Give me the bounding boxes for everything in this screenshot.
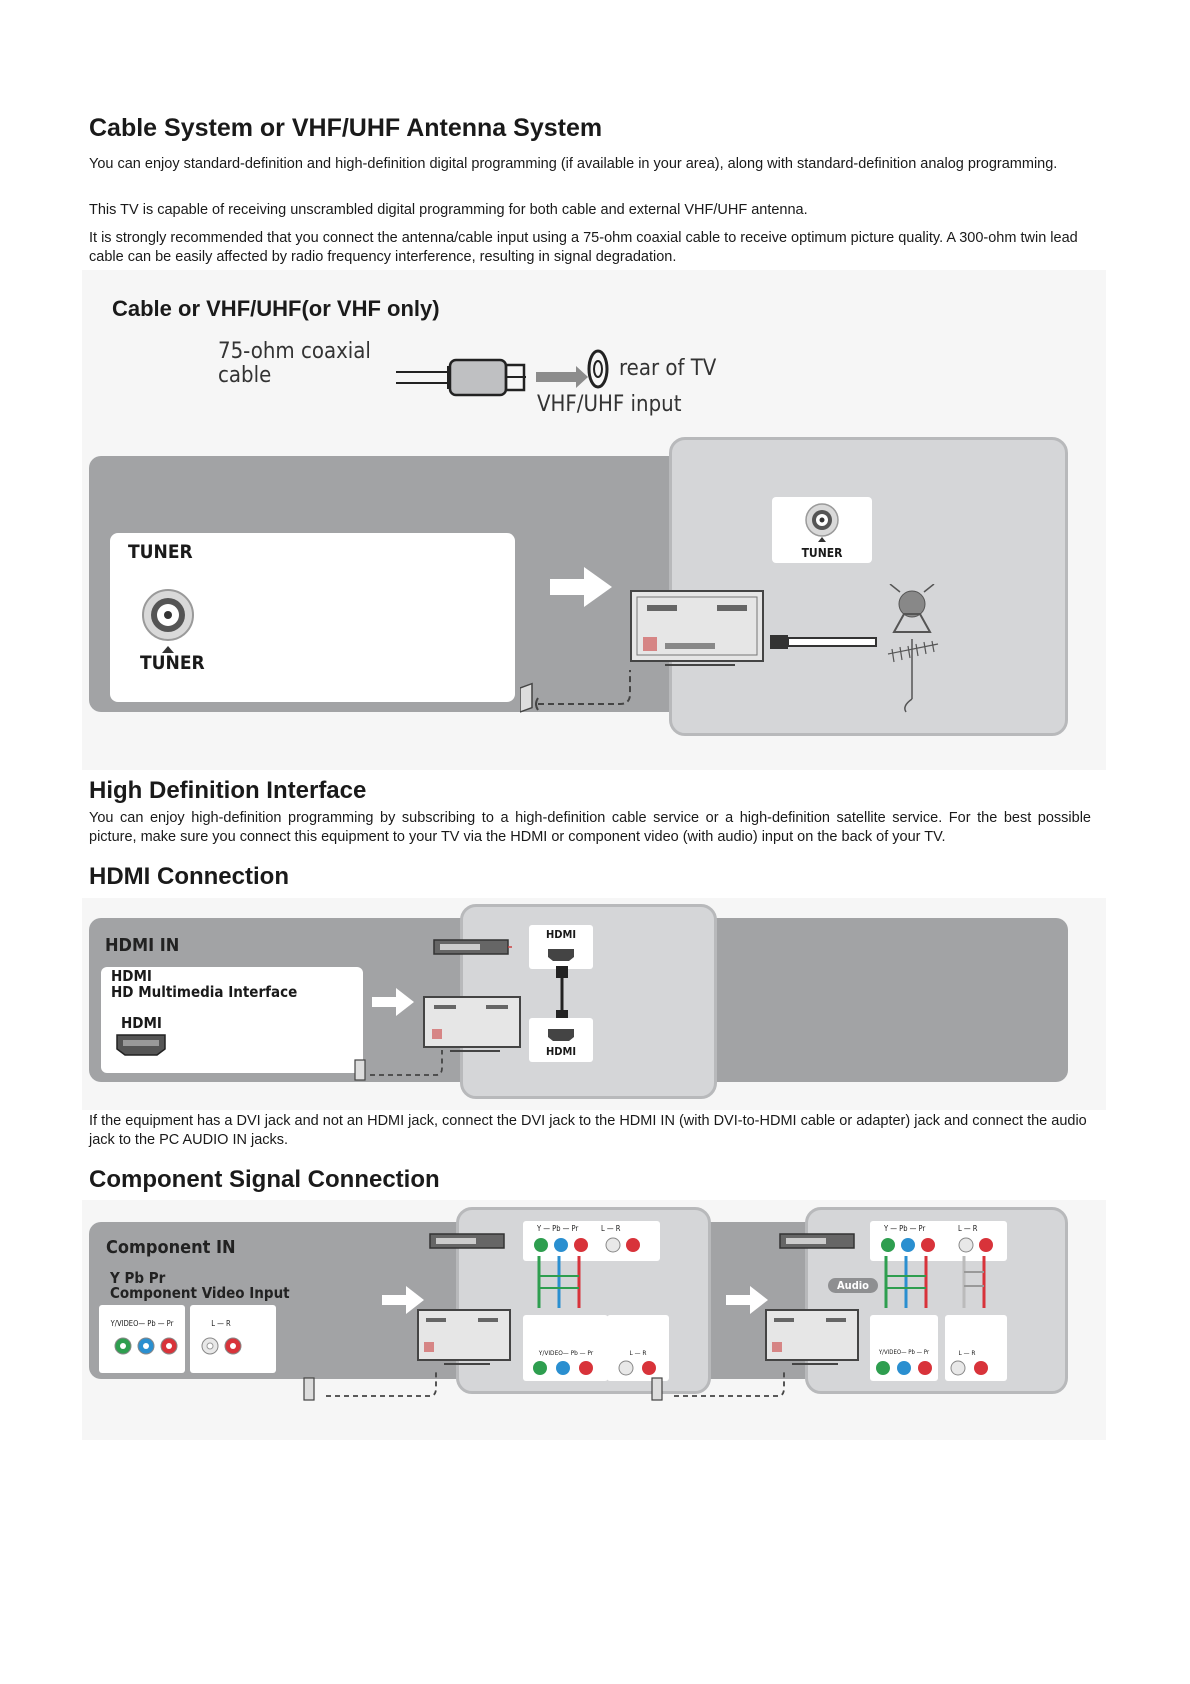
hdmi-power-cord — [354, 1050, 443, 1081]
tuner-connection-area — [669, 437, 1068, 736]
hdmi-card: HDMI HD Multimedia Interface HDMI — [101, 967, 363, 1073]
component-2-bottom-audio-jacks — [950, 1360, 988, 1376]
coax-label-line-1: 75-ohm coaxial — [218, 339, 371, 364]
component-box-1-icon — [429, 1233, 505, 1249]
component-2-top-video-label: Y — Pb — Pr — [884, 1224, 926, 1233]
coax-connector-illustration — [396, 358, 588, 397]
hdmi-top-label: HDMI — [545, 928, 577, 941]
coax-jack-icon — [587, 349, 609, 389]
tuner-card: TUNER TUNER — [110, 533, 515, 702]
component-audio-jacks-box: L — R — [190, 1305, 276, 1373]
component-1-cable — [537, 1256, 581, 1308]
tuner-inset-jack-icon — [805, 503, 839, 542]
component-2-bottom-video-jacks — [876, 1361, 932, 1375]
component-2-bottom-video-label: Y/VIDEO— Pb — Pr — [878, 1349, 930, 1356]
tuner-card-title: TUNER — [128, 541, 193, 563]
component-1-top-jacks — [534, 1237, 640, 1253]
tv-rear-illustration — [630, 590, 764, 666]
coax-label-line-2: cable — [218, 363, 272, 388]
component-1-bottom-video-label: Y/VIDEO— Pb — Pr — [538, 1349, 594, 1357]
component-2-top-audio-label: L — R — [958, 1224, 978, 1233]
antenna-icon — [887, 584, 939, 713]
component-2-top-jacks — [881, 1237, 993, 1253]
hdmi-top-port-icon — [548, 949, 574, 961]
paragraph-cable-2: This TV is capable of receiving unscramb… — [89, 202, 808, 218]
vhf-uhf-input-label: VHF/UHF input — [537, 392, 682, 417]
power-cord-illustration — [520, 670, 631, 714]
hdmi-arrow-icon — [372, 988, 414, 1016]
tuner-jack-icon — [142, 589, 194, 653]
paragraph-hd: You can enjoy high-definition programmin… — [89, 810, 1091, 845]
paragraph-cable-3: It is strongly recommended that you conn… — [89, 230, 1078, 265]
component-2-cables — [884, 1256, 986, 1308]
component-2-bottom-audio-label: L — R — [958, 1349, 976, 1357]
hdmi-bottom-port-box: HDMI — [529, 1018, 593, 1062]
component-video-labels: Y/VIDEO— Pb — Pr — [110, 1319, 174, 1328]
component-video-jacks-box: Y/VIDEO— Pb — Pr — [99, 1305, 185, 1373]
tuner-jack-label: TUNER — [140, 652, 205, 674]
hdmi-port-icon — [116, 1034, 166, 1056]
component-1-top-audio-label: L — R — [601, 1224, 621, 1233]
hdmi-tv-rear-illustration — [423, 996, 521, 1052]
rear-of-tv-label: rear of TV — [619, 356, 717, 381]
hdmi-card-line-2: HD Multimedia Interface — [111, 983, 298, 1001]
component-1-top-video-label: Y — Pb — Pr — [537, 1224, 579, 1233]
component-1-bottom-video-jacks — [533, 1361, 593, 1375]
component-1-bottom-audio-box: L — R — [607, 1315, 669, 1381]
hdmi-card-line-1: HDMI — [111, 967, 152, 985]
set-top-box-icon — [433, 939, 512, 955]
section-title-hd: High Definition Interface — [89, 777, 367, 804]
arrow-right-icon — [550, 567, 612, 607]
tuner-inset: TUNER — [772, 497, 872, 563]
audio-badge: Audio — [828, 1278, 878, 1293]
paragraph-cable-1: You can enjoy standard-definition and hi… — [89, 156, 1058, 172]
component-arrow-1 — [382, 1286, 424, 1314]
tuner-inset-label: TUNER — [801, 546, 843, 560]
component-1-bottom-video-box: Y/VIDEO— Pb — Pr — [523, 1315, 608, 1381]
component-line-2: Component Video Input — [110, 1284, 290, 1302]
hdmi-bottom-port-icon — [548, 1029, 574, 1041]
component-audio-jacks — [201, 1337, 242, 1355]
component-1-bottom-audio-jacks — [618, 1360, 656, 1376]
hdmi-top-port-box: HDMI — [529, 925, 593, 969]
component-2-bottom-video-box: Y/VIDEO— Pb — Pr — [870, 1315, 938, 1381]
component-panel-title: Component IN — [106, 1237, 236, 1258]
section-title-component: Component Signal Connection — [89, 1166, 440, 1193]
component-audio-labels: L — R — [211, 1319, 231, 1328]
coax-cable-label: 75-ohm coaxial cable — [218, 340, 371, 388]
hdmi-panel-title: HDMI IN — [105, 935, 180, 956]
component-tv-2-illustration — [765, 1309, 859, 1365]
component-line-1: Y Pb Pr — [110, 1269, 166, 1287]
hdmi-port-label: HDMI — [121, 1014, 162, 1032]
component-box-2-icon — [779, 1233, 855, 1249]
cable-diagram-subtitle: Cable or VHF/UHF(or VHF only) — [112, 296, 440, 321]
component-1-top-box: Y — Pb — Pr L — R — [523, 1221, 660, 1261]
hdmi-bottom-label: HDMI — [545, 1045, 577, 1058]
component-power-cord-1 — [303, 1370, 437, 1401]
section-title-cable: Cable System or VHF/UHF Antenna System — [89, 114, 603, 142]
component-arrow-2 — [726, 1286, 768, 1314]
hdmi-cable-icon — [556, 966, 568, 1022]
component-video-jacks — [114, 1337, 178, 1355]
coax-cable-illustration — [770, 635, 877, 649]
component-2-bottom-audio-box: L — R — [945, 1315, 1007, 1381]
component-2-top-box: Y — Pb — Pr L — R — [870, 1221, 1007, 1261]
hdmi-note: If the equipment has a DVI jack and not … — [89, 1113, 1087, 1148]
component-power-cord-2 — [651, 1370, 785, 1401]
component-tv-1-illustration — [417, 1309, 511, 1365]
component-1-bottom-audio-label: L — R — [629, 1349, 647, 1357]
section-title-hdmi: HDMI Connection — [89, 863, 289, 890]
